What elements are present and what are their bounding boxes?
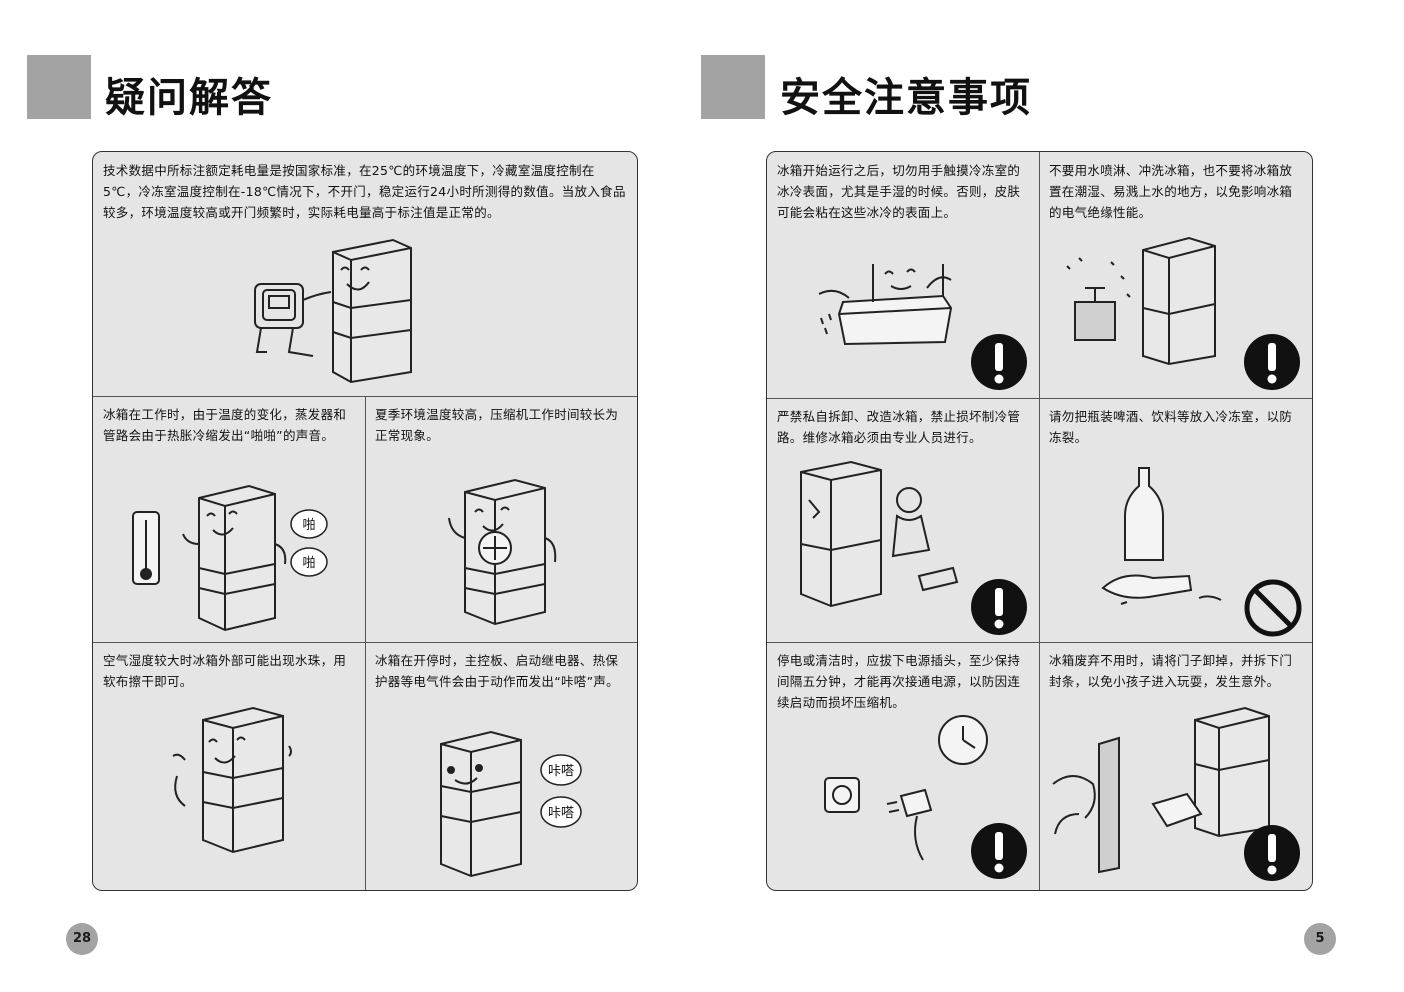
svg-text:咔嗒: 咔嗒: [548, 764, 574, 779]
safety-cell-disassembly: 严禁私自拆卸、改造冰箱，禁止损坏制冷管路。维修冰箱必须由专业人员进行。: [767, 398, 1039, 642]
faq-cell-condensation: 空气湿度较大时冰箱外部可能出现水珠，用软布擦干即可。: [93, 642, 365, 890]
left-faq-panel: 技术数据中所标注额定耗电量是按国家标准，在25℃的环境温度下，冷藏室温度控制在5…: [92, 151, 638, 891]
safety-text-disposal: 冰箱废弃不用时，请将门子卸掉，并拆下门封条，以免小孩子进入玩耍，发生意外。: [1049, 653, 1293, 689]
safety-text-cold-surface: 冰箱开始运行之后，切勿用手触摸冷冻室的冰冷表面，尤其是手湿的时候。否则，皮肤可能…: [777, 163, 1021, 220]
safety-cell-disposal: 冰箱废弃不用时，请将门子卸掉，并拆下门封条，以免小孩子进入玩耍，发生意外。: [1039, 642, 1312, 890]
exclamation-icon: [971, 334, 1027, 390]
safety-text-bottles: 请勿把瓶装啤酒、饮料等放入冷冻室，以防冻裂。: [1049, 409, 1293, 445]
svg-text:咔嗒: 咔嗒: [548, 806, 574, 821]
safety-cell-water: 不要用水喷淋、冲洗冰箱，也不要将冰箱放置在潮湿、易溅上水的地方，以免影响冰箱的电…: [1039, 152, 1312, 398]
left-header-block: [27, 55, 91, 119]
faq-text-click: 冰箱在开停时，主控板、启动继电器、热保护器等电气件会由于动作而发出“咔嗒”声。: [375, 653, 619, 689]
left-page-title: 疑问解答: [105, 75, 273, 121]
clock-plug-illustration: [824, 715, 988, 861]
exclamation-icon: [971, 579, 1027, 635]
prohibition-icon: [1244, 579, 1302, 637]
faq-text-noise: 冰箱在工作时，由于温度的变化，蒸发器和管路会由于热胀冷缩发出“啪啪”的声音。: [103, 407, 347, 443]
faq-text-energy: 技术数据中所标注额定耗电量是按国家标准，在25℃的环境温度下，冷藏室温度控制在5…: [103, 163, 626, 220]
faq-cell-summer: 夏季环境温度较高，压缩机工作时间较长为正常现象。: [365, 396, 637, 642]
click-bubble-1: 咔嗒: [540, 754, 582, 786]
left-page-number: 28: [66, 923, 98, 955]
hands-freezer-illustration: [818, 264, 953, 346]
fridge-with-meter-illustration: [254, 238, 412, 384]
sweating-fridge-illustration: [172, 706, 292, 854]
fridge-click-illustration: 咔嗒 咔嗒: [440, 730, 582, 878]
fridge-thermometer-illustration: 啪 啪: [132, 484, 328, 632]
faq-text-summer: 夏季环境温度较高，压缩机工作时间较长为正常现象。: [375, 407, 619, 443]
exclamation-icon: [1244, 825, 1300, 881]
click-bubble-2: 咔嗒: [540, 796, 582, 828]
faq-cell-click: 冰箱在开停时，主控板、启动继电器、热保护器等电气件会由于动作而发出“咔嗒”声。: [365, 642, 637, 890]
door-removal-illustration: [1052, 706, 1270, 874]
fridge-with-fan-illustration: [448, 478, 557, 626]
exclamation-icon: [1244, 334, 1300, 390]
safety-text-water: 不要用水喷淋、冲洗冰箱，也不要将冰箱放置在潮湿、易溅上水的地方，以免影响冰箱的电…: [1049, 163, 1293, 220]
right-header-block: [701, 55, 765, 119]
right-page-title: 安全注意事项: [780, 75, 1032, 121]
safety-text-power: 停电或清洁时，应拔下电源插头，至少保持间隔五分钟，才能再次接通电源，以防因连续启…: [777, 653, 1021, 710]
safety-cell-bottles: 请勿把瓶装啤酒、饮料等放入冷冻室，以防冻裂。: [1039, 398, 1312, 642]
svg-text:啪: 啪: [302, 555, 315, 571]
water-spray-fridge-illustration: [1066, 236, 1216, 366]
faq-cell-noise: 冰箱在工作时，由于温度的变化，蒸发器和管路会由于热胀冷缩发出“啪啪”的声音。: [93, 396, 365, 642]
disassembly-illustration: [800, 460, 959, 608]
right-safety-panel: 冰箱开始运行之后，切勿用手触摸冷冻室的冰冷表面，尤其是手湿的时候。否则，皮肤可能…: [766, 151, 1313, 891]
svg-text:啪: 啪: [302, 517, 315, 533]
exclamation-icon: [971, 823, 1027, 879]
safety-cell-power: 停电或清洁时，应拔下电源插头，至少保持间隔五分钟，才能再次接通电源，以防因连续启…: [767, 642, 1039, 890]
pop-bubble-1: 啪: [290, 509, 328, 539]
safety-text-disassembly: 严禁私自拆卸、改造冰箱，禁止损坏制冷管路。维修冰箱必须由专业人员进行。: [777, 409, 1021, 445]
pop-bubble-2: 啪: [290, 547, 328, 577]
broken-bottles-illustration: [1101, 467, 1222, 605]
faq-text-condensation: 空气湿度较大时冰箱外部可能出现水珠，用软布擦干即可。: [103, 653, 347, 689]
faq-cell-energy: 技术数据中所标注额定耗电量是按国家标准，在25℃的环境温度下，冷藏室温度控制在5…: [93, 152, 637, 396]
right-page-number: 5: [1304, 923, 1336, 955]
safety-cell-cold-surface: 冰箱开始运行之后，切勿用手触摸冷冻室的冰冷表面，尤其是手湿的时候。否则，皮肤可能…: [767, 152, 1039, 398]
